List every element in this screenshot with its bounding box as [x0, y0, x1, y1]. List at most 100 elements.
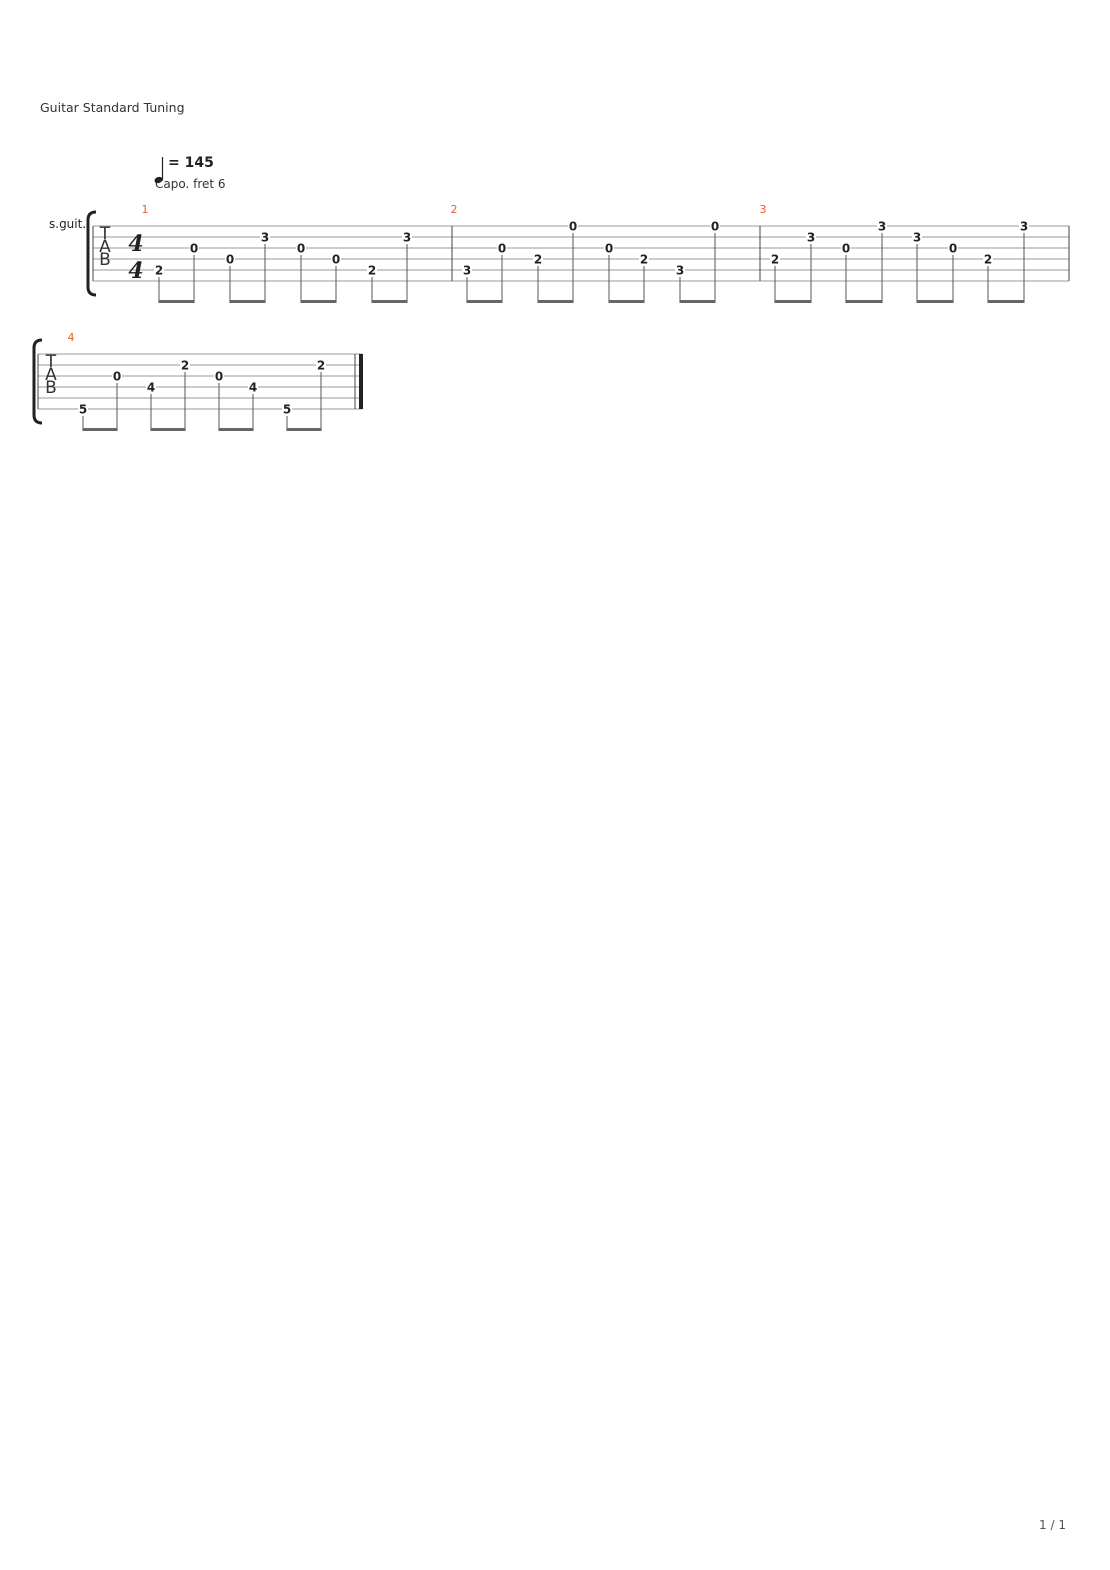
system-bracket	[32, 338, 43, 425]
fret-bg	[639, 253, 649, 265]
fret-number: 3	[403, 231, 411, 245]
fret-number: 4	[249, 381, 257, 395]
fret-bg	[604, 242, 614, 254]
beam	[287, 428, 321, 431]
system-bracket	[86, 210, 97, 297]
fret-number: 2	[984, 253, 992, 267]
tempo-marking: = 145	[168, 155, 214, 171]
beam	[775, 300, 811, 303]
measure-4: 4 5 0 4 2 0 4 5 2	[68, 331, 326, 431]
tab-clef-letter: T	[99, 224, 111, 244]
fret-bg	[282, 403, 292, 415]
fret-number: 3	[913, 231, 921, 245]
tab-system-2: TAB 4 5 0 4 2 0 4 5 2	[32, 331, 363, 431]
beam	[301, 300, 336, 303]
fret-number: 5	[79, 403, 87, 417]
page-number: 1 / 1	[1039, 1518, 1066, 1532]
fret-number: 0	[842, 242, 850, 256]
fret-bg	[214, 370, 224, 382]
fret-number: 2	[534, 253, 542, 267]
capo-label: Capo. fret 6	[155, 177, 226, 191]
fret-number: 3	[463, 264, 471, 278]
fret-bg	[316, 359, 326, 371]
measure-2: 2 3 0 2 0 0 2 3 0	[451, 203, 761, 303]
fret-number: 2	[181, 359, 189, 373]
fret-bg	[770, 253, 780, 265]
fret-number: 3	[261, 231, 269, 245]
tab-clef-letter: A	[99, 237, 111, 257]
beam	[680, 300, 715, 303]
fret-number: 0	[226, 253, 234, 267]
fret-bg	[983, 253, 993, 265]
fret-bg	[78, 403, 88, 415]
fret-number: 0	[711, 220, 719, 234]
measure-number: 1	[142, 203, 149, 216]
fret-bg	[331, 253, 341, 265]
fret-number: 0	[332, 253, 340, 267]
tab-clef-letter: A	[45, 365, 57, 385]
fret-number: 2	[640, 253, 648, 267]
fret-bg	[806, 231, 816, 243]
beam	[609, 300, 644, 303]
fret-bg	[462, 264, 472, 276]
fret-bg	[841, 242, 851, 254]
quarter-note-icon	[154, 157, 164, 184]
fret-bg	[568, 220, 578, 232]
fret-number: 2	[155, 264, 163, 278]
fret-bg	[248, 381, 258, 393]
measure-number: 3	[760, 203, 767, 216]
fret-number: 2	[771, 253, 779, 267]
fret-bg	[948, 242, 958, 254]
beam	[467, 300, 502, 303]
tuning-label: Guitar Standard Tuning	[40, 100, 185, 115]
instrument-label: s.guit.	[49, 217, 87, 231]
fret-bg	[189, 242, 199, 254]
time-signature-numerator: 4	[128, 231, 143, 257]
fret-bg	[533, 253, 543, 265]
beam	[230, 300, 265, 303]
fret-bg	[367, 264, 377, 276]
fret-bg	[260, 231, 270, 243]
fret-number: 0	[190, 242, 198, 256]
fret-number: 3	[878, 220, 886, 234]
fret-number: 3	[807, 231, 815, 245]
tab-clef-letter: B	[45, 378, 57, 398]
beam	[988, 300, 1024, 303]
fret-bg	[710, 220, 720, 232]
fret-number: 0	[605, 242, 613, 256]
fret-number: 0	[215, 370, 223, 384]
fret-number: 3	[1020, 220, 1028, 234]
measure-number: 4	[68, 331, 75, 344]
beam	[372, 300, 407, 303]
fret-number: 0	[113, 370, 121, 384]
fret-number: 2	[368, 264, 376, 278]
fret-bg	[154, 264, 164, 276]
tab-clef-letter: T	[45, 352, 57, 372]
fret-bg	[180, 359, 190, 371]
beam	[846, 300, 882, 303]
fret-number: 4	[147, 381, 155, 395]
fret-bg	[1019, 220, 1029, 232]
fret-number: 0	[569, 220, 577, 234]
fret-bg	[225, 253, 235, 265]
fret-number: 0	[498, 242, 506, 256]
fret-number: 3	[676, 264, 684, 278]
fret-number: 2	[317, 359, 325, 373]
beam	[83, 428, 117, 431]
fret-number: 0	[949, 242, 957, 256]
beam	[538, 300, 573, 303]
measure-number: 2	[451, 203, 458, 216]
fret-number: 5	[283, 403, 291, 417]
tab-clef-letter: B	[99, 250, 111, 270]
final-barline-thick	[359, 354, 363, 409]
fret-bg	[146, 381, 156, 393]
fret-bg	[912, 231, 922, 243]
fret-number: 0	[297, 242, 305, 256]
beam	[151, 428, 185, 431]
beam	[159, 300, 194, 303]
fret-bg	[296, 242, 306, 254]
time-signature-denominator: 4	[128, 258, 143, 284]
beam	[219, 428, 253, 431]
